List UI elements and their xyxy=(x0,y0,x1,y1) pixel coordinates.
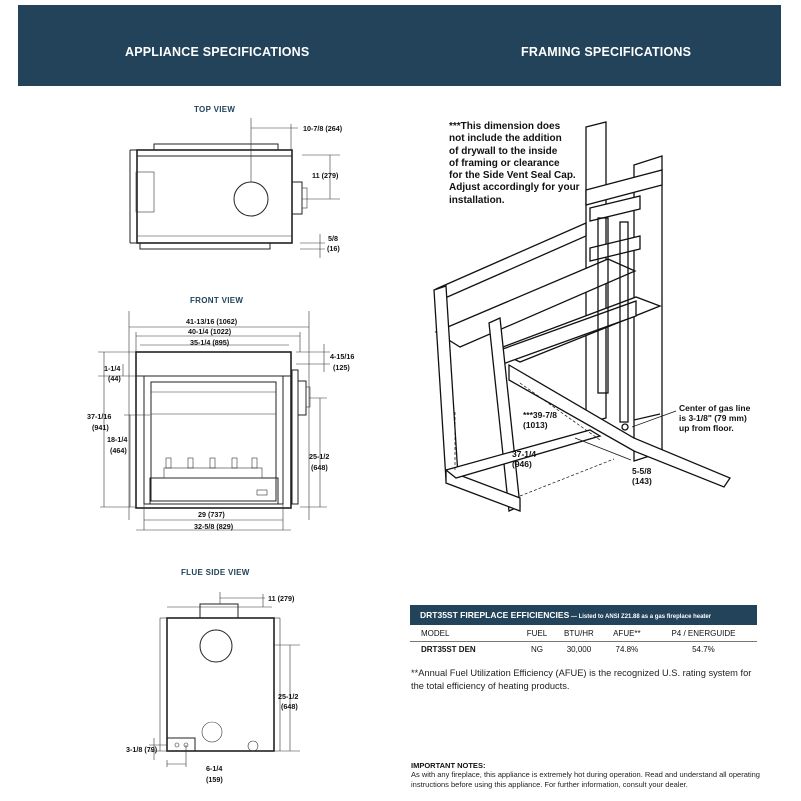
col-btu: BTU/HR xyxy=(554,626,604,642)
dim-base-width: 32-5/8 (829) xyxy=(194,522,234,531)
cell-fuel: NG xyxy=(530,645,543,654)
cell-model: DRT35ST DEN xyxy=(421,645,476,654)
table-row: DRT35ST DEN NG 30,000 74.8% 54.7% xyxy=(410,642,757,658)
cell-btu: 30,000 xyxy=(566,645,592,654)
dim-overall-height: 37-1/16 xyxy=(87,412,111,421)
dim-top-vent: 11 (279) xyxy=(312,171,339,180)
dim-gas-offset: 6-1/4 xyxy=(206,764,222,773)
table-header-row: MODEL FUEL BTU/HR AFUE** P4 / ENERGUIDE xyxy=(410,626,757,642)
dim-opening-height-mm: (464) xyxy=(110,446,127,455)
dim-flue-top-offset: 11 (279) xyxy=(268,594,295,603)
flue-side-view-title: FLUE SIDE VIEW xyxy=(181,568,250,577)
dim-flue-vent-height-mm: (648) xyxy=(281,702,298,711)
afue-footnote: **Annual Fuel Utilization Efficiency (AF… xyxy=(411,668,752,691)
efficiencies-table: MODEL FUEL BTU/HR AFUE** P4 / ENERGUIDE … xyxy=(410,626,757,657)
dim-opening-width: 29 (737) xyxy=(198,510,225,519)
dim-flue-vent-height: 25-1/2 xyxy=(278,692,298,701)
dim-surround-width: 40-1/4 (1022) xyxy=(188,327,232,336)
framing-specifications-title: FRAMING SPECIFICATIONS xyxy=(521,45,692,59)
col-model: MODEL xyxy=(410,626,520,642)
efficiencies-title: DRT35ST FIREPLACE EFFICIENCIES xyxy=(420,610,570,620)
dim-overall-width: 41-13/16 (1062) xyxy=(186,317,238,326)
framing-drawing xyxy=(433,121,731,512)
top-view-drawing: 10-7/8 (264) 11 (279) 5/8 (16) xyxy=(129,118,343,258)
dim-front-top-offset-mm: (125) xyxy=(333,363,350,372)
gas-line-note: Center of gas line is 3-1/8" (79 mm) up … xyxy=(679,403,751,433)
flue-side-view-drawing: 11 (279) 25-1/2 (648) 3-1/8 (79) 6-1/4 (… xyxy=(126,592,300,784)
dim-overall-height-mm: (941) xyxy=(92,423,109,432)
framing-depth-dim: ***39-7/8 (1013) xyxy=(523,410,558,430)
dim-top-rear: 5/8 xyxy=(328,234,338,243)
dim-top-rear-mm: (16) xyxy=(327,244,340,253)
col-afue: AFUE** xyxy=(603,626,650,642)
efficiencies-header: DRT35ST FIREPLACE EFFICIENCIES — Listed … xyxy=(410,605,757,625)
dim-opening-height: 18-1/4 xyxy=(107,435,127,444)
framing-side-dim: 5-5/8 (143) xyxy=(632,466,652,486)
important-notes-body: As with any fireplace, this appliance is… xyxy=(411,770,760,789)
dim-gas-height: 3-1/8 (79) xyxy=(126,745,158,754)
dim-top-width: 35-1/4 (895) xyxy=(190,338,230,347)
dim-front-top-offset: 4-15/16 xyxy=(330,352,354,361)
dim-top-offset: 10-7/8 (264) xyxy=(303,124,343,133)
cell-p4: 54.7% xyxy=(692,645,715,654)
cell-afue: 74.8% xyxy=(615,645,639,654)
dim-front-vent-height-mm: (648) xyxy=(311,463,328,472)
important-notes-title: IMPORTANT NOTES: xyxy=(411,761,486,770)
framing-drywall-note: ***This dimension does not include the a… xyxy=(449,121,580,206)
front-view-drawing: 41-13/16 (1062) 40-1/4 (1022) 35-1/4 (89… xyxy=(87,311,354,531)
col-p4: P4 / ENERGUIDE xyxy=(649,626,757,642)
dim-gas-offset-mm: (159) xyxy=(206,775,223,784)
spec-header: APPLIANCE SPECIFICATIONS FRAMING SPECIFI… xyxy=(18,5,781,86)
dim-top-left-mm: (44) xyxy=(108,374,121,383)
col-fuel: FUEL xyxy=(519,626,555,642)
top-view-title: TOP VIEW xyxy=(194,105,236,114)
dim-top-left: 1-1/4 xyxy=(104,364,120,373)
appliance-specifications-title: APPLIANCE SPECIFICATIONS xyxy=(125,45,310,59)
framing-height-dim: 37-1/4 (946) xyxy=(512,449,537,469)
efficiencies-subtitle: — Listed to ANSI Z21.88 as a gas firepla… xyxy=(569,614,712,620)
front-view-title: FRONT VIEW xyxy=(190,296,244,305)
dim-front-vent-height: 25-1/2 xyxy=(309,452,329,461)
